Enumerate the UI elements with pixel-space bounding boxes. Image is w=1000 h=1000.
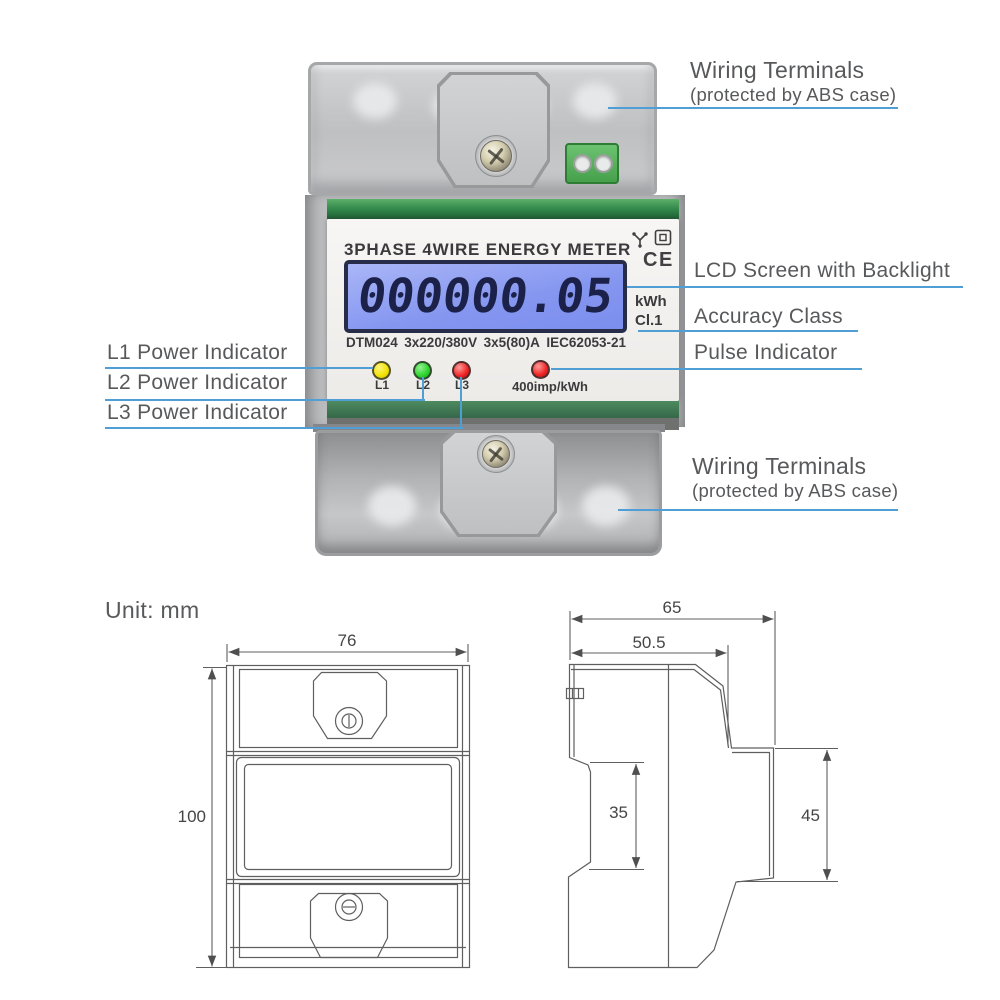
led-pulse — [531, 360, 550, 379]
callout-line-accuracy — [638, 330, 858, 332]
kwh-unit-label: kWh — [635, 293, 667, 310]
dimension-drawing: 76 100 65 50.5 35 45 — [178, 598, 838, 969]
standard-number: IEC62053-21 — [546, 335, 626, 350]
current-rating: 3x5(80)A — [483, 335, 540, 350]
side-view-dimensions — [569, 611, 838, 883]
callout-title: Wiring Terminals — [692, 453, 867, 479]
double-insulation-icon — [654, 229, 672, 246]
dim-side-rail-offset: 35 — [609, 803, 628, 822]
callout-l1-power-indicator: L1 Power Indicator — [107, 341, 288, 364]
top-screw-cover — [437, 72, 550, 188]
pcb-edge-top — [327, 199, 679, 219]
callout-line-lcd — [627, 286, 963, 288]
top-cover-screw — [480, 140, 512, 172]
led-l3-label: L3 — [447, 378, 477, 392]
lcd-display: 000000.05 — [344, 260, 627, 333]
terminal-hole — [573, 154, 592, 173]
callout-line-l3-vertical — [460, 377, 462, 429]
dim-side-depth: 65 — [663, 598, 682, 617]
callout-wiring-terminals-bottom: Wiring Terminals (protected by ABS case) — [692, 453, 898, 501]
model-number: DTM024 — [346, 335, 398, 350]
bottom-terminal-cover — [315, 430, 662, 556]
callout-l2-power-indicator: L2 Power Indicator — [107, 371, 288, 394]
accuracy-class-label: Cl.1 — [635, 312, 663, 329]
terminal-bump — [353, 83, 397, 119]
pulse-rate-label: 400imp/kWh — [512, 379, 588, 394]
callout-pulse-indicator: Pulse Indicator — [694, 341, 838, 364]
unit-label: Unit: mm — [105, 597, 200, 623]
case-seam-bottom — [313, 424, 665, 432]
lcd-reading: 000000.05 — [354, 269, 617, 324]
dim-front-width: 76 — [338, 631, 357, 650]
three-phase-wye-icon — [632, 232, 648, 248]
callout-line-pulse — [551, 368, 862, 370]
top-terminal-cover — [308, 62, 657, 195]
led-l1-label: L1 — [374, 378, 389, 392]
front-view-dimensions — [196, 644, 469, 969]
callout-wiring-terminals-top: Wiring Terminals (protected by ABS case) — [690, 57, 896, 105]
callout-line-l1 — [105, 367, 373, 369]
led-l1 — [372, 361, 391, 380]
callout-line-wiring-top — [608, 107, 898, 109]
callout-subtitle: (protected by ABS case) — [692, 479, 899, 501]
pcb-edge-bottom — [327, 401, 679, 418]
callout-line-l3 — [105, 427, 463, 429]
voltage-rating: 3x220/380V — [404, 335, 478, 350]
callout-title: Wiring Terminals — [690, 57, 865, 83]
callout-l3-power-indicator: L3 Power Indicator — [107, 401, 288, 424]
callout-lcd-screen: LCD Screen with Backlight — [694, 259, 951, 282]
pulse-terminal-block — [565, 143, 619, 184]
dim-side-upper-depth: 50.5 — [632, 633, 665, 652]
dim-side-lower-height: 45 — [801, 806, 820, 825]
terminal-bump — [582, 486, 630, 526]
side-view — [565, 663, 775, 969]
terminal-bump — [368, 486, 416, 526]
terminal-hole — [594, 154, 613, 173]
meter-title: 3PHASE 4WIRE ENERGY METER — [344, 240, 632, 259]
dim-front-height: 100 — [178, 807, 206, 826]
callout-accuracy-class: Accuracy Class — [694, 305, 843, 328]
spec-line: DTM024 3x220/380V 3x5(80)A IEC62053-21 — [346, 335, 626, 350]
callout-line-l2 — [105, 399, 425, 401]
terminal-bump — [573, 83, 617, 119]
ce-mark: CE — [643, 249, 674, 271]
callout-line-l2-vertical — [422, 377, 424, 401]
callout-line-wiring-bottom — [618, 509, 898, 511]
callout-subtitle: (protected by ABS case) — [690, 83, 897, 105]
front-view — [225, 664, 471, 969]
bottom-cover-screw — [482, 440, 510, 468]
